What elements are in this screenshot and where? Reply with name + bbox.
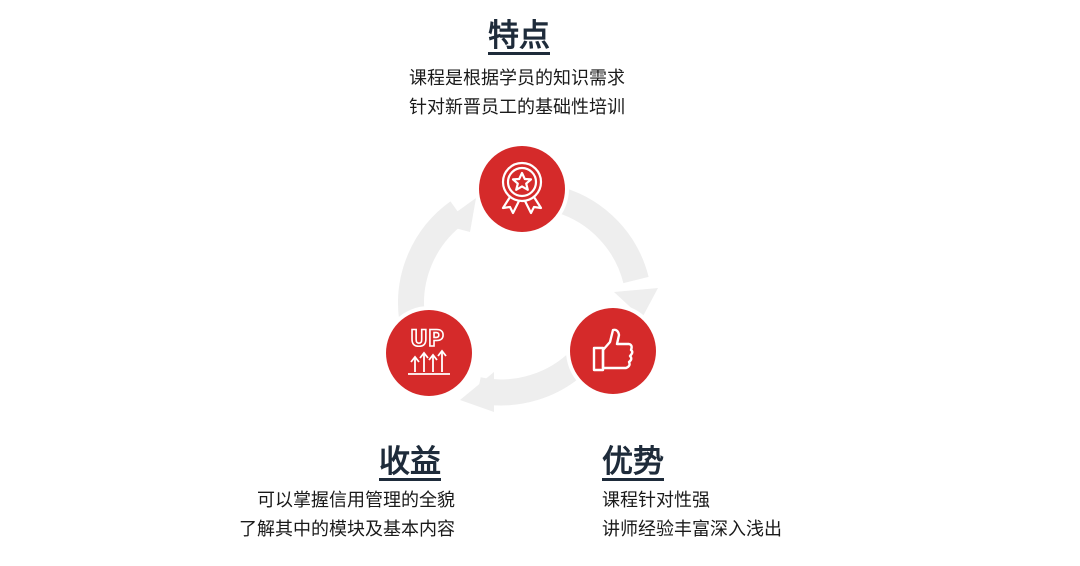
feature-description: 课程是根据学员的知识需求 针对新晋员工的基础性培训 (409, 64, 625, 122)
advantage-description: 课程针对性强 讲师经验丰富深入浅出 (602, 486, 782, 544)
cycle-arrow-left (398, 201, 466, 320)
cycle-arrow-right (555, 187, 649, 284)
feature-title: 特点 (488, 18, 550, 54)
benefit-description: 可以掌握信用管理的全貌 了解其中的模块及基本内容 (212, 486, 455, 544)
award-node (479, 146, 565, 232)
award-badge-icon (501, 161, 543, 215)
up-icon-text: UP (410, 327, 444, 352)
advantage-title: 优势 (602, 444, 664, 480)
feature-line-2: 针对新晋员工的基础性培训 (409, 97, 625, 118)
up-growth-node: UP (386, 310, 472, 396)
thumbs-up-node (570, 308, 656, 394)
cycle-arrowhead-bottom (460, 372, 494, 412)
benefit-title: 收益 (379, 444, 441, 480)
feature-line-1: 课程是根据学员的知识需求 (409, 68, 625, 89)
benefit-line-1: 可以掌握信用管理的全貌 (257, 490, 455, 511)
advantage-line-2: 讲师经验丰富深入浅出 (602, 519, 782, 540)
benefit-line-2: 了解其中的模块及基本内容 (239, 519, 455, 540)
cycle-arrowhead-left (440, 198, 476, 232)
advantage-line-1: 课程针对性强 (602, 490, 710, 511)
thumbs-up-icon (592, 328, 634, 372)
cycle-arrowhead-right (614, 288, 658, 318)
up-growth-icon: UP (408, 326, 450, 375)
